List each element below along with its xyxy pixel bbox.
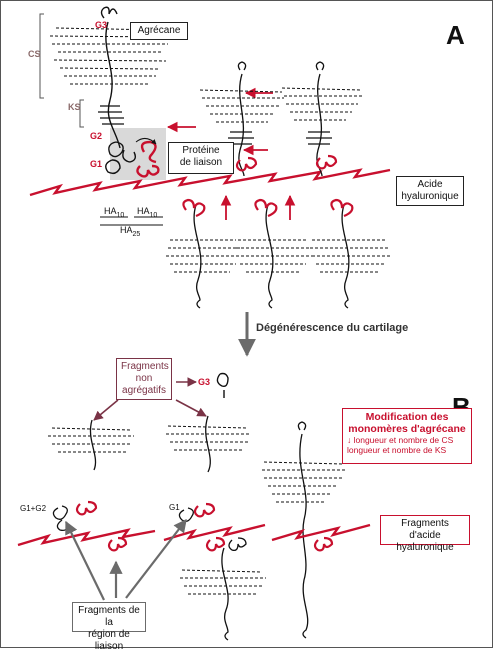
degeneration-label: Dégénérescence du cartilage xyxy=(256,322,409,334)
g3-fragment xyxy=(216,372,229,398)
red-loops-bottom-1 xyxy=(182,198,206,218)
fragment-right xyxy=(166,415,250,473)
red-loops-top-2 xyxy=(315,154,338,170)
black-loop-b2 xyxy=(228,537,247,552)
g2-label: G2 xyxy=(90,131,103,141)
cs-label: CS xyxy=(28,49,41,59)
arrow-to-right-fragment xyxy=(175,399,207,417)
g1g2-fragment xyxy=(52,505,69,532)
ha-fragment-2 xyxy=(163,523,266,542)
non-aggregating-label: Fragments non agrégatifs xyxy=(116,358,172,400)
link-protein-label: Protéine de liaison xyxy=(168,142,234,174)
panel-label-a: A xyxy=(446,20,465,50)
g1g2-red xyxy=(75,500,98,516)
ha10-label-1: HA10 xyxy=(104,206,125,219)
link-loop-b1 xyxy=(107,536,128,552)
fragment-left xyxy=(48,419,134,471)
hyaluronic-acid-label: Acide hyaluronique xyxy=(396,176,464,206)
link-loop-b3 xyxy=(313,536,334,552)
red-loops-bottom-3 xyxy=(330,198,354,218)
ha-fragment-3 xyxy=(271,523,371,542)
gray-arrow-right xyxy=(125,518,187,599)
modification-box: Modification des monomères d'agrécane ↓ … xyxy=(342,408,472,464)
red-loops-bottom-2 xyxy=(254,198,278,218)
g1g2-label: G1+G2 xyxy=(20,504,47,513)
hyaluronic-acid-strand-a xyxy=(29,168,391,197)
cs-bracket xyxy=(39,13,44,99)
g3-fragment-label: G3 xyxy=(198,377,211,387)
g1-red xyxy=(193,502,216,518)
g3-label: G3 xyxy=(95,20,108,30)
g1-fragment xyxy=(178,507,194,522)
aggrecan-b-tall xyxy=(262,421,346,639)
ha-fragment-1 xyxy=(17,528,156,547)
g1-label: G1 xyxy=(90,159,103,169)
aggrecan-label: Agrécane xyxy=(130,22,188,40)
ha-length-bars xyxy=(100,216,163,226)
aggrecan-bottom-2 xyxy=(236,204,312,309)
g1-fragment-label: G1 xyxy=(169,503,180,512)
link-protein xyxy=(136,140,160,178)
link-region-fragments-label: Fragments de la région de liaison xyxy=(72,602,146,652)
ha-fragments-label: Fragments d'acide hyaluronique xyxy=(380,515,470,553)
arrow-to-left-fragment xyxy=(93,399,119,421)
aggrecan-b-lower-1 xyxy=(180,547,266,641)
gray-arrow-left xyxy=(65,520,105,601)
ks-bracket xyxy=(79,99,84,128)
aggrecan-bottom-1 xyxy=(166,204,242,309)
aggrecan-bottom-3 xyxy=(310,204,392,309)
ha10-label-2: HA10 xyxy=(137,206,158,219)
link-arrows xyxy=(135,138,157,145)
link-loop-b2 xyxy=(205,536,226,552)
ks-label: KS xyxy=(68,102,81,112)
ha25-label: HA25 xyxy=(120,225,141,238)
red-loops-top-1 xyxy=(235,156,258,172)
aggrecan-top-2 xyxy=(281,61,362,177)
